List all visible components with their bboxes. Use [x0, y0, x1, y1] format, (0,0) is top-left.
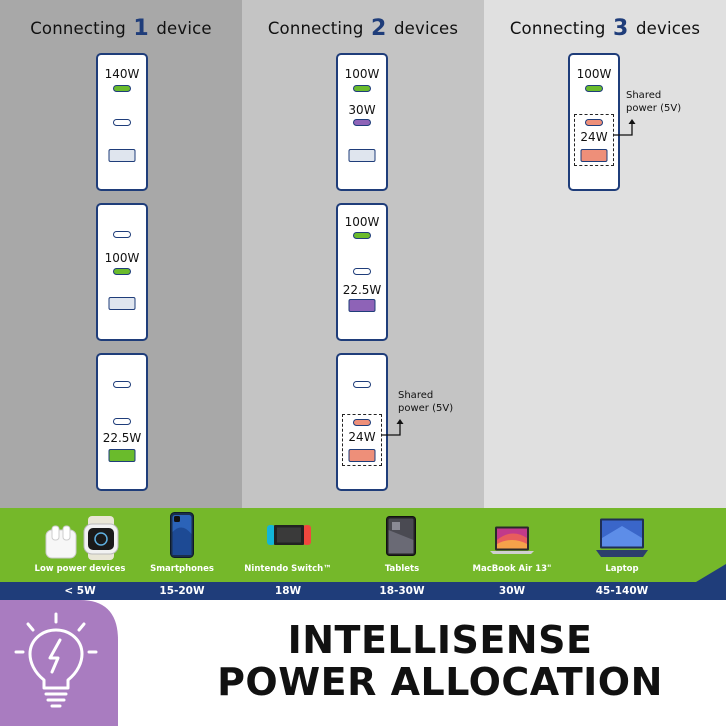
arrow-icon: [614, 119, 636, 136]
port-wattage-label: 100W: [576, 67, 612, 81]
device-laptop: Laptop: [578, 508, 666, 582]
charger: 100W: [96, 203, 148, 341]
bottom-section: [0, 600, 726, 726]
charger: 22.5W: [96, 353, 148, 491]
laptop-icon: [490, 526, 534, 554]
device-label: Tablets: [384, 564, 420, 574]
wattage-value: 18-30W: [379, 585, 425, 597]
device-count: 3: [613, 16, 629, 41]
earbuds-watch-icon: [45, 516, 119, 560]
charger: 140W: [96, 53, 148, 191]
lightbulb-bolt-icon: [0, 600, 118, 726]
column-two-devices: Connecting 2 devices 100W 30W 100W 22.5W…: [242, 0, 484, 508]
arrow-icon: [382, 419, 404, 436]
game-console-icon: [267, 525, 311, 545]
usb-a-port: [348, 449, 376, 462]
laptop-icon: [596, 518, 648, 557]
charger: 100W 24W: [568, 53, 620, 191]
port-wattage-label: 24W: [580, 130, 608, 144]
device-smartphone: Smartphones: [140, 508, 224, 582]
usb-c-port: [353, 85, 371, 92]
shared-power-note: Shared power (5V): [626, 90, 682, 114]
tablet-icon: [386, 516, 416, 556]
usb-a-port: [108, 449, 136, 462]
device-count: 1: [133, 16, 149, 41]
usb-c-port: [113, 381, 131, 388]
device-label: MacBook Air 13": [472, 564, 552, 574]
port-wattage-label: 140W: [104, 67, 140, 81]
port-wattage-label: 22.5W: [342, 283, 382, 297]
usb-c-port: [585, 85, 603, 92]
column-title: Connecting 2 devices: [267, 16, 459, 41]
usb-c-port: [353, 268, 371, 275]
usb-c-port: [353, 381, 371, 388]
device-count: 2: [371, 16, 387, 41]
shared-ports-box: [574, 114, 614, 166]
usb-c-port: [113, 231, 131, 238]
device-label: Low power devices: [34, 564, 126, 574]
device-label: Laptop: [605, 564, 639, 574]
usb-a-port: [348, 299, 376, 312]
device-band: Low power devices Smartphones Nintendo S…: [0, 508, 726, 582]
device-low-power: Low power devices: [22, 508, 138, 582]
wattage-value: 45-140W: [595, 585, 649, 597]
usb-c-port: [353, 232, 371, 239]
port-wattage-label: 100W: [344, 215, 380, 229]
port-wattage-label: 30W: [348, 103, 376, 117]
charger: 100W 22.5W: [336, 203, 388, 341]
smartphone-icon: [170, 512, 194, 558]
wattage-value: 15-20W: [159, 585, 205, 597]
column-one-device: Connecting 1 device 140W 100W 22.5W: [0, 0, 242, 508]
headline-line-2: POWER ALLOCATION: [217, 660, 663, 704]
device-label: Smartphones: [150, 564, 214, 574]
column-title: Connecting 3 devices: [509, 16, 701, 41]
wattage-strip: < 5W 15-20W 18W 18-30W 30W 45-140W: [0, 582, 726, 600]
port-wattage-label: 22.5W: [102, 431, 142, 445]
column-three-devices: Connecting 3 devices 100W 24W Shared pow…: [484, 0, 726, 508]
port-wattage-label: 24W: [348, 430, 376, 444]
port-wattage-label: 100W: [344, 67, 380, 81]
usb-c-port: [353, 119, 371, 126]
usb-c-port: [113, 268, 131, 275]
usb-c-port: [113, 418, 131, 425]
usb-c-port: [353, 419, 371, 426]
shared-power-note: Shared power (5V): [398, 390, 454, 414]
device-macbook: MacBook Air 13": [466, 508, 558, 582]
headline-line-1: INTELLISENSE: [287, 618, 593, 662]
wattage-value: 18W: [274, 585, 302, 597]
usb-a-port: [108, 149, 136, 162]
usb-a-port: [348, 149, 376, 162]
column-title: Connecting 1 device: [30, 16, 212, 41]
port-wattage-label: 100W: [104, 251, 140, 265]
shared-ports-box: [342, 414, 382, 466]
arrow-tip-decoration: [696, 564, 726, 582]
usb-c-port: [113, 119, 131, 126]
charger: 24W: [336, 353, 388, 491]
usb-c-port: [113, 85, 131, 92]
wattage-value: 30W: [498, 585, 526, 597]
usb-a-port: [108, 297, 136, 310]
usb-c-port: [585, 119, 603, 126]
device-tablet: Tablets: [358, 508, 446, 582]
usb-a-port: [580, 149, 608, 162]
charger: 100W 30W: [336, 53, 388, 191]
device-game-console: Nintendo Switch™: [240, 508, 336, 582]
device-label: Nintendo Switch™: [244, 564, 332, 574]
wattage-value: < 5W: [64, 585, 96, 597]
